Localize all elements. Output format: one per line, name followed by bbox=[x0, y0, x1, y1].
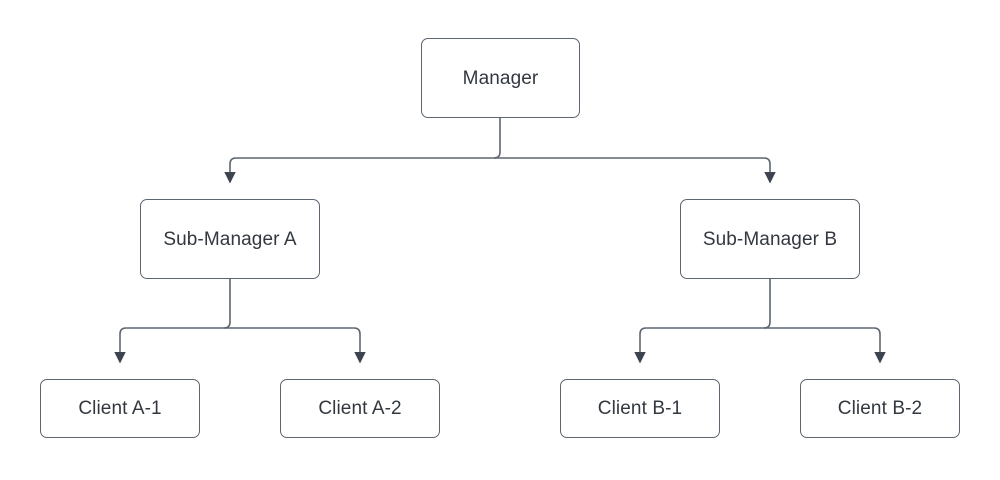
edge-manager-bus-left bbox=[224, 157, 500, 184]
node-manager-label: Manager bbox=[462, 67, 539, 89]
node-client-a-1-label: Client A-1 bbox=[78, 398, 162, 419]
edge-manager-stem bbox=[493, 118, 501, 159]
edge-submgr-b-to-client-b2 bbox=[770, 327, 886, 364]
edge-submgr-a-to-client-a2 bbox=[230, 327, 366, 364]
edge-submgr-b-to-client-b1 bbox=[634, 327, 770, 364]
node-client-b-2[interactable]: Client B-2 bbox=[800, 379, 960, 438]
node-client-b-1-label: Client B-1 bbox=[597, 398, 683, 419]
edge-submgr-a-to-client-a1 bbox=[114, 327, 230, 364]
node-manager[interactable]: Manager bbox=[421, 38, 580, 118]
node-sub-manager-a[interactable]: Sub-Manager A bbox=[140, 199, 320, 279]
edge-manager-bus-right bbox=[500, 157, 776, 184]
node-client-a-1[interactable]: Client A-1 bbox=[40, 379, 200, 438]
node-sub-manager-a-label: Sub-Manager A bbox=[163, 228, 297, 250]
node-client-b-1[interactable]: Client B-1 bbox=[560, 379, 720, 438]
node-client-a-2-label: Client A-2 bbox=[318, 398, 402, 419]
edge-submgr-b-stem bbox=[763, 279, 771, 329]
node-client-b-2-label: Client B-2 bbox=[837, 398, 923, 419]
node-sub-manager-b-label: Sub-Manager B bbox=[702, 228, 838, 250]
node-sub-manager-b[interactable]: Sub-Manager B bbox=[680, 199, 860, 279]
edge-submgr-a-stem bbox=[223, 279, 231, 329]
node-client-a-2[interactable]: Client A-2 bbox=[280, 379, 440, 438]
